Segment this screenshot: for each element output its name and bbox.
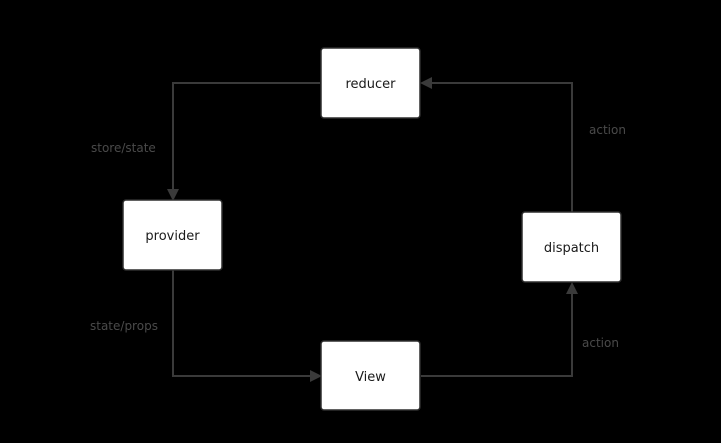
node-box-dispatch (521, 211, 622, 283)
node-box-provider (122, 199, 223, 271)
edge-label-action-upper: action (589, 123, 626, 137)
edge-dispatch-to-reducer: action (420, 77, 626, 212)
edge-line-reducer-provider (167, 82, 320, 201)
edge-label-store-state: store/state (91, 141, 156, 155)
edge-line-dispatch-reducer (420, 77, 573, 212)
edge-label-action-lower: action (582, 336, 619, 350)
edge-provider-to-view: state/props (90, 270, 322, 382)
node-label-provider: provider (145, 229, 200, 244)
edge-line-provider-view (172, 270, 322, 382)
node-box-reducer (320, 47, 421, 119)
edge-label-state-props: state/props (90, 319, 158, 333)
node-box-view (320, 340, 421, 411)
node-label-dispatch: dispatch (544, 241, 599, 256)
edge-reducer-to-provider: store/state (91, 82, 320, 201)
node-label-reducer: reducer (345, 77, 396, 92)
edge-view-to-dispatch: action (421, 282, 619, 377)
node-dispatch: dispatch (521, 211, 622, 283)
node-provider: provider (122, 199, 223, 271)
node-reducer: reducer (320, 47, 421, 119)
node-label-view: View (355, 370, 386, 385)
edge-line-view-dispatch (421, 282, 578, 377)
node-view: View (320, 340, 421, 411)
